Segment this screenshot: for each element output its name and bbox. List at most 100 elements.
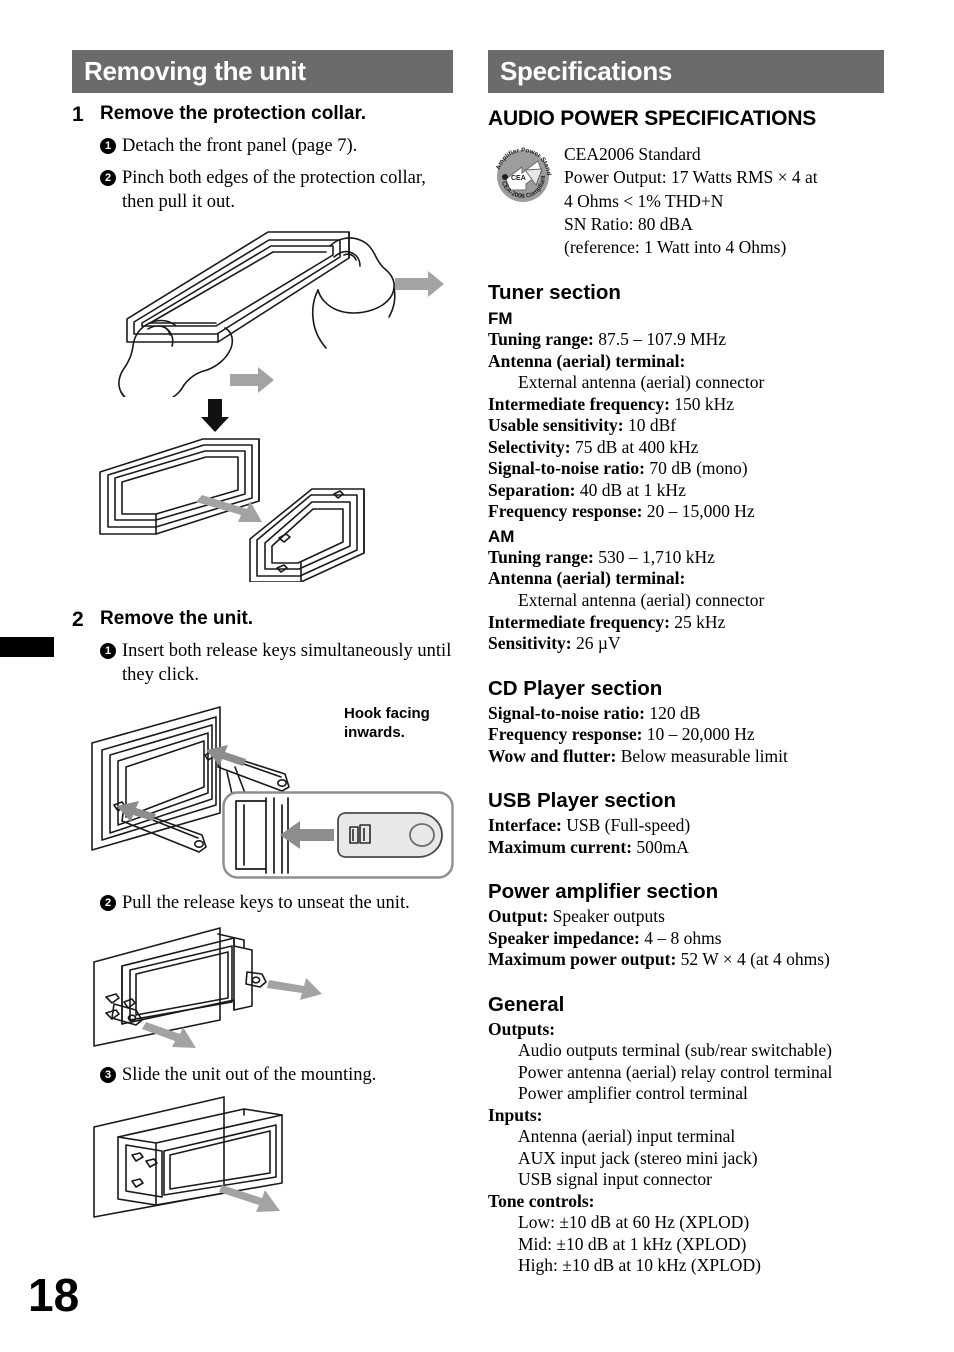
spec-label: Signal-to-noise ratio:: [488, 702, 646, 723]
spec-line: Mid: ±10 dB at 1 kHz (XPLOD): [488, 1234, 884, 1256]
spec-line: Maximum power output: 52 W × 4 (at 4 ohm…: [488, 949, 884, 971]
spec-value: 25 kHz: [669, 611, 726, 632]
step-2-substep-1-text: Insert both release keys simultaneously …: [122, 641, 452, 685]
spec-value: USB signal input connector: [518, 1169, 712, 1190]
spec-line: Wow and flutter: Below measurable limit: [488, 746, 884, 768]
step-2-substep-3: 3 Slide the unit out of the mounting.: [100, 1064, 454, 1087]
spec-line: Antenna (aerial) input terminal: [488, 1126, 884, 1148]
spec-line: Intermediate frequency: 150 kHz: [488, 394, 884, 416]
spec-section-title: CD Player section: [488, 676, 663, 700]
arrow-pull-lower: [142, 1021, 196, 1048]
circled-number-1: 1: [100, 643, 116, 660]
step-2-substep-1: 1 Insert both release keys simultaneousl…: [100, 640, 454, 687]
arrow-insert-lower: [117, 801, 156, 823]
cea-2006-compliant-logo-icon: CEA Amplifier Power Standard CEA-2006 Co…: [492, 145, 552, 202]
step-1-substep-1-text: Detach the front panel (page 7).: [122, 135, 358, 156]
spec-line: Power amplifier control terminal: [488, 1083, 884, 1105]
figure-protection-collar-pulled-out: [99, 438, 365, 583]
spec-line: USB signal input connector: [488, 1169, 884, 1191]
spec-value: Below measurable limit: [616, 745, 788, 766]
spec-line: Tuning range: 530 – 1,710 kHz: [488, 547, 884, 569]
arrow-right-lower: [230, 367, 274, 394]
spec-line: External antenna (aerial) connector: [488, 372, 884, 394]
spec-value: Audio outputs terminal (sub/rear switcha…: [518, 1040, 832, 1061]
cea-power-text: CEA2006 Standard Power Output: 17 Watts …: [564, 143, 818, 259]
spec-label: Usable sensitivity:: [488, 415, 624, 436]
spec-label: Maximum power output:: [488, 949, 677, 970]
spec-label: Intermediate frequency:: [488, 393, 670, 414]
step-1-title: Remove the protection collar.: [100, 103, 367, 124]
spec-value: Power antenna (aerial) relay control ter…: [518, 1061, 833, 1082]
spec-line: Selectivity: 75 dB at 400 kHz: [488, 437, 884, 459]
spec-label: Antenna (aerial) terminal:: [488, 568, 686, 589]
spec-label: Antenna (aerial) terminal:: [488, 350, 686, 371]
spec-value: 10 dBf: [623, 415, 677, 436]
spec-subsection-title: FM: [488, 309, 513, 329]
spec-value: 500mA: [632, 836, 689, 857]
spec-line: Power antenna (aerial) relay control ter…: [488, 1062, 884, 1084]
figure-pull-release-keys: [93, 926, 322, 1048]
figure-release-key-detail-callout: [222, 791, 454, 879]
spec-value: USB (Full-speed): [561, 815, 691, 836]
spec-value: 120 dB: [645, 702, 701, 723]
spec-label: Tuning range:: [488, 546, 594, 567]
spec-value: External antenna (aerial) connector: [518, 372, 765, 393]
step-2-substep-2: 2 Pull the release keys to unseat the un…: [100, 892, 454, 915]
arrow-key-insert-detail: [280, 821, 334, 850]
spec-label: Frequency response:: [488, 724, 643, 745]
spec-label: Speaker impedance:: [488, 927, 640, 948]
down-arrow-icon: [201, 399, 229, 433]
spec-line: Signal-to-noise ratio: 120 dB: [488, 703, 884, 725]
left-column: Removing the unit 1 Remove the protectio…: [72, 50, 454, 1225]
spec-line: Interface: USB (Full-speed): [488, 815, 884, 837]
spec-line: High: ±10 dB at 10 kHz (XPLOD): [488, 1255, 884, 1277]
page-number: 18: [28, 1269, 80, 1321]
step-1-substep-2: 2 Pinch both edges of the protection col…: [100, 167, 454, 214]
spec-value: Mid: ±10 dB at 1 kHz (XPLOD): [518, 1233, 747, 1254]
spec-label: Signal-to-noise ratio:: [488, 458, 646, 479]
step-2-substep-2-text: Pull the release keys to unseat the unit…: [122, 893, 410, 914]
spec-value: Antenna (aerial) input terminal: [518, 1126, 736, 1147]
spec-label: Frequency response:: [488, 501, 643, 522]
spec-value: Speaker outputs: [548, 906, 665, 927]
cea-line-1: CEA2006 Standard: [564, 144, 701, 164]
spec-label: Tuning range:: [488, 329, 594, 350]
spec-line: Audio outputs terminal (sub/rear switcha…: [488, 1040, 884, 1062]
spec-line: Speaker impedance: 4 – 8 ohms: [488, 928, 884, 950]
spec-value: 75 dB at 400 kHz: [570, 436, 699, 457]
arrow-insert-upper: [206, 745, 246, 767]
figure-slide-unit-out: [93, 1096, 283, 1218]
step-2-title: Remove the unit.: [100, 608, 254, 630]
spec-line: Signal-to-noise ratio: 70 dB (mono): [488, 458, 884, 480]
spec-value: 52 W × 4 (at 4 ohms): [676, 949, 830, 970]
spec-line: Tuning range: 87.5 – 107.9 MHz: [488, 329, 884, 351]
spec-line: Separation: 40 dB at 1 kHz: [488, 480, 884, 502]
right-column: Specifications AUDIO POWER SPECIFICATION…: [488, 50, 884, 1277]
spec-line: AUX input jack (stereo mini jack): [488, 1148, 884, 1170]
step-1-substep-1: 1 Detach the front panel (page 7).: [100, 135, 454, 158]
spec-line: Low: ±10 dB at 60 Hz (XPLOD): [488, 1212, 884, 1234]
spec-label: Intermediate frequency:: [488, 611, 670, 632]
spec-section-title: Tuner section: [488, 281, 621, 305]
spec-value: 20 – 15,000 Hz: [642, 501, 755, 522]
cea-line-4: SN Ratio: 80 dBA: [564, 213, 693, 234]
spec-label: Wow and flutter:: [488, 745, 617, 766]
section-header-removing-the-unit: Removing the unit: [72, 50, 453, 93]
spec-value: 4 – 8 ohms: [639, 927, 722, 948]
circled-number-2: 2: [100, 170, 116, 187]
spec-section-title: Power amplifier section: [488, 880, 719, 904]
arrow-right-upper: [395, 271, 444, 298]
spec-label: Separation:: [488, 479, 576, 500]
spec-label: Outputs:: [488, 1018, 556, 1039]
callout-hook-facing-inwards: Hook facing inwards.: [344, 705, 430, 741]
spec-section-title: General: [488, 992, 565, 1016]
arrow-pull-upper: [267, 977, 322, 1000]
spec-value: High: ±10 dB at 10 kHz (XPLOD): [518, 1255, 761, 1276]
spec-label: Inputs:: [488, 1104, 543, 1125]
step-2: 2 Remove the unit.: [72, 608, 454, 631]
spec-value: Low: ±10 dB at 60 Hz (XPLOD): [518, 1212, 750, 1233]
spec-line: Maximum current: 500mA: [488, 837, 884, 859]
circled-number-3: 3: [100, 1066, 116, 1083]
spec-label: Interface:: [488, 815, 562, 836]
spec-value: 530 – 1,710 kHz: [593, 546, 715, 567]
